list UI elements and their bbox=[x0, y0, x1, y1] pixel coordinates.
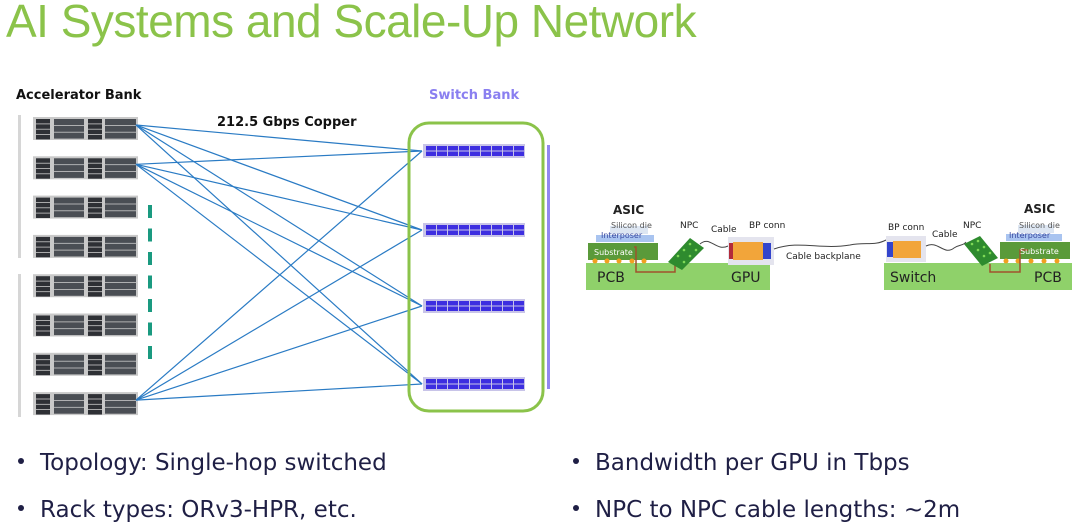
bullet-dot bbox=[573, 504, 579, 511]
substrate-label: Substrate bbox=[594, 248, 633, 257]
accelerator-node bbox=[33, 117, 138, 140]
cable-label: Cable bbox=[932, 230, 958, 240]
solder-bumps bbox=[592, 258, 647, 264]
cable-backplane-label: Cable backplane bbox=[786, 252, 861, 262]
interposer bbox=[1006, 234, 1062, 241]
accelerator-node bbox=[33, 352, 138, 376]
silicon-die-label: Silicon die bbox=[1019, 221, 1060, 230]
switch-bank-box bbox=[407, 121, 545, 413]
npc-connector bbox=[964, 236, 998, 266]
switch-package bbox=[884, 225, 1072, 290]
copper-link bbox=[135, 124, 423, 385]
ellipsis-dash bbox=[148, 252, 152, 265]
npc-label: NPC bbox=[680, 221, 699, 231]
gpu-label: GPU bbox=[731, 270, 761, 286]
ellipsis-dashes bbox=[148, 205, 152, 359]
copper-links bbox=[135, 124, 423, 401]
accelerator-node bbox=[33, 234, 138, 258]
accelerator-bank bbox=[33, 117, 138, 416]
substrate bbox=[1000, 242, 1070, 259]
solder-bumps bbox=[1003, 258, 1060, 264]
cable-line bbox=[699, 240, 729, 248]
switch-chip bbox=[423, 299, 525, 313]
bullet-item: Topology: Single-hop switched bbox=[18, 450, 387, 476]
asic-label: ASIC bbox=[613, 203, 645, 217]
switch-chip bbox=[423, 377, 525, 391]
accelerator-bank-label: Accelerator Bank bbox=[16, 88, 142, 103]
switch-chips bbox=[423, 144, 525, 391]
bullet-dot bbox=[18, 504, 24, 511]
cable-line bbox=[925, 241, 967, 251]
substrate-label: Substrate bbox=[1020, 247, 1059, 256]
copper-link bbox=[135, 124, 423, 307]
gpu-package bbox=[586, 226, 774, 290]
silicon-die-label: Silicon die bbox=[611, 221, 652, 230]
bullet-item: NPC to NPC cable lengths: ~2m bbox=[573, 497, 960, 523]
switch-pcb bbox=[884, 263, 1072, 290]
silicon-die bbox=[1018, 225, 1054, 233]
bullet-text: Rack types: ORv3-HPR, etc. bbox=[40, 497, 357, 523]
pcb-label: PCB bbox=[1034, 270, 1062, 286]
npc-label: NPC bbox=[963, 221, 982, 231]
ellipsis-dash bbox=[148, 346, 152, 359]
switch-label: Switch bbox=[890, 270, 937, 286]
switch-chip bbox=[423, 144, 525, 158]
copper-link bbox=[135, 150, 423, 165]
bullet-item: Bandwidth per GPU in Tbps bbox=[573, 450, 910, 476]
copper-link bbox=[135, 305, 423, 401]
asic-label: ASIC bbox=[1024, 202, 1056, 216]
copper-link bbox=[135, 150, 423, 401]
bullet-text: NPC to NPC cable lengths: ~2m bbox=[595, 497, 961, 523]
silicon-die bbox=[610, 226, 648, 234]
bp-connector bbox=[733, 242, 763, 260]
bp-conn-label: BP conn bbox=[749, 221, 786, 231]
copper-link bbox=[135, 124, 423, 231]
bp-connector bbox=[893, 241, 921, 258]
bullet-text: Bandwidth per GPU in Tbps bbox=[595, 450, 910, 476]
switch-bank-label: Switch Bank bbox=[429, 88, 520, 103]
slide-title: AI Systems and Scale-Up Network bbox=[6, 0, 697, 47]
accelerator-node bbox=[33, 195, 138, 219]
ellipsis-dash bbox=[148, 322, 152, 336]
ellipsis-dash bbox=[148, 205, 152, 218]
accelerator-node bbox=[33, 274, 138, 298]
cable-backplane-line bbox=[773, 239, 887, 250]
bullet-dot bbox=[573, 457, 579, 464]
copper-link bbox=[135, 124, 423, 152]
substrate bbox=[588, 243, 658, 260]
signal-trace bbox=[989, 249, 1028, 273]
accelerator-node bbox=[33, 156, 138, 180]
accelerator-group-bracket bbox=[18, 274, 21, 417]
pcb-label: PCB bbox=[597, 270, 625, 286]
copper-link bbox=[135, 229, 423, 401]
interposer bbox=[596, 235, 654, 242]
bullet-text: Topology: Single-hop switched bbox=[40, 450, 387, 476]
accelerator-node bbox=[33, 392, 138, 416]
interposer-label: Interposer bbox=[601, 231, 643, 240]
copper-link bbox=[135, 163, 423, 231]
ellipsis-dash bbox=[148, 275, 152, 289]
signal-trace bbox=[634, 246, 676, 273]
switch-chip bbox=[423, 223, 525, 237]
interposer-label: Interposer bbox=[1009, 231, 1051, 240]
copper-link bbox=[135, 383, 423, 401]
copper-link bbox=[135, 163, 423, 307]
cable-label: Cable bbox=[711, 225, 737, 235]
link-speed-label: 212.5 Gbps Copper bbox=[217, 115, 357, 130]
copper-link bbox=[135, 163, 423, 385]
accelerator-node bbox=[33, 313, 138, 337]
bullet-item: Rack types: ORv3-HPR, etc. bbox=[18, 497, 357, 523]
ellipsis-dash bbox=[148, 228, 152, 242]
bp-conn-label: BP conn bbox=[888, 223, 925, 233]
ellipsis-dash bbox=[148, 299, 152, 312]
switch-bank-side-bar bbox=[547, 145, 550, 389]
bullet-dot bbox=[18, 457, 24, 464]
npc-connector bbox=[668, 238, 704, 270]
accelerator-group-bracket bbox=[18, 115, 21, 258]
